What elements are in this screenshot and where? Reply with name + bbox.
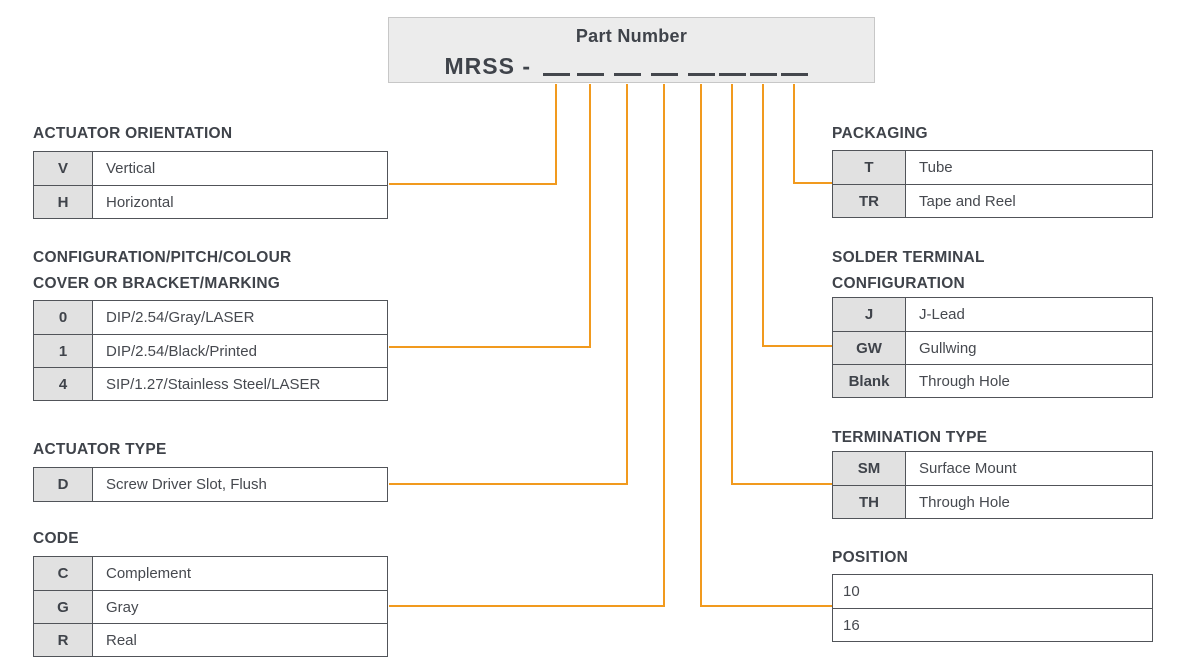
table-row: SM Surface Mount <box>833 452 1152 485</box>
blank-underscore <box>543 73 570 76</box>
table-row: Blank Through Hole <box>833 364 1152 397</box>
code-cell: Blank <box>833 365 906 397</box>
code-table-configuration: 0 DIP/2.54/Gray/LASER 1 DIP/2.54/Black/Prin… <box>33 300 388 401</box>
code-cell: GW <box>833 332 906 364</box>
connector-actuator-type <box>389 84 628 485</box>
value-cell: Screw Driver Slot, Flush <box>106 476 267 493</box>
blank-underscore <box>719 73 746 76</box>
table-row: GW Gullwing <box>833 331 1152 364</box>
code-cell: J <box>833 298 906 331</box>
value-cell: SIP/1.27/Stainless Steel/LASER <box>106 375 321 393</box>
value-cell: Complement <box>106 565 192 582</box>
code-table-actuator-type: D Screw Driver Slot, Flush <box>33 467 388 502</box>
part-number-box: Part Number MRSS - <box>388 17 875 83</box>
value-cell: Vertical <box>106 160 156 177</box>
table-row: H Horizontal <box>34 185 387 218</box>
connector-solder-terminal <box>762 84 833 347</box>
table-row: J J-Lead <box>833 298 1152 331</box>
table-row: G Gray <box>34 590 387 623</box>
value-cell: 16 <box>843 616 860 634</box>
blank-underscore <box>614 73 641 76</box>
section-title-configuration: COVER OR BRACKET/MARKING <box>33 275 281 292</box>
blank-underscore <box>750 73 777 76</box>
connector-configuration <box>389 84 591 348</box>
table-row: 10 <box>833 575 1152 608</box>
section-title-packaging: PACKAGING <box>832 125 928 142</box>
connector-code <box>389 84 665 607</box>
table-row: 0 DIP/2.54/Gray/LASER <box>34 301 387 334</box>
code-cell: R <box>34 624 93 656</box>
table-row: 1 DIP/2.54/Black/Printed <box>34 334 387 367</box>
value-cell: Gullwing <box>919 339 977 357</box>
table-row: TH Through Hole <box>833 485 1152 518</box>
table-row: TR Tape and Reel <box>833 184 1152 217</box>
value-cell: Tube <box>919 159 953 176</box>
code-cell: TH <box>833 486 906 518</box>
value-cell: DIP/2.54/Black/Printed <box>106 342 257 360</box>
connector-termination-type <box>731 84 833 485</box>
table-row: D Screw Driver Slot, Flush <box>34 468 387 501</box>
section-title-position: POSITION <box>832 549 909 566</box>
section-title-code: CODE <box>33 530 79 547</box>
section-title-actuator-orientation: ACTUATOR ORIENTATION <box>33 125 233 142</box>
code-cell: 0 <box>34 301 93 334</box>
part-number-title: Part Number <box>575 26 688 46</box>
section-title-termination-type: TERMINATION TYPE <box>832 429 988 446</box>
code-cell: 1 <box>34 335 93 367</box>
section-title-solder-terminal: SOLDER TERMINAL <box>832 249 985 266</box>
table-row: R Real <box>34 623 387 656</box>
connector-position <box>700 84 833 607</box>
value-cell: Through Hole <box>919 372 1010 390</box>
blank-underscore <box>651 73 678 76</box>
code-cell: G <box>34 591 93 623</box>
code-cell: C <box>34 557 93 590</box>
value-cell: J-Lead <box>919 306 965 323</box>
connector-packaging <box>793 84 833 184</box>
section-title-actuator-type: ACTUATOR TYPE <box>33 441 167 458</box>
value-cell: Real <box>106 631 137 649</box>
value-cell: Horizontal <box>106 193 174 211</box>
value-cell: Surface Mount <box>919 460 1017 477</box>
code-cell: V <box>34 152 93 185</box>
code-cell: SM <box>833 452 906 485</box>
section-title-solder-terminal: CONFIGURATION <box>832 275 965 292</box>
value-cell: DIP/2.54/Gray/LASER <box>106 309 255 326</box>
table-row: 4 SIP/1.27/Stainless Steel/LASER <box>34 367 387 400</box>
value-cell: 10 <box>843 583 860 600</box>
table-row: T Tube <box>833 151 1152 184</box>
connector-actuator-orientation <box>389 84 557 185</box>
table-row: C Complement <box>34 557 387 590</box>
part-number-prefix: MRSS - <box>444 53 531 79</box>
table-row: 16 <box>833 608 1152 641</box>
blank-underscore <box>781 73 808 76</box>
code-cell: 4 <box>34 368 93 400</box>
value-cell: Tape and Reel <box>919 192 1016 210</box>
code-table-position: 10 16 <box>832 574 1153 642</box>
table-row: V Vertical <box>34 152 387 185</box>
code-cell: H <box>34 186 93 218</box>
value-cell: Gray <box>106 598 139 616</box>
code-cell: TR <box>833 185 906 217</box>
blank-underscore <box>688 73 715 76</box>
code-cell: T <box>833 151 906 184</box>
section-title-configuration: CONFIGURATION/PITCH/COLOUR <box>33 249 292 266</box>
blank-underscore <box>577 73 604 76</box>
code-cell: D <box>34 468 93 501</box>
value-cell: Through Hole <box>919 493 1010 511</box>
